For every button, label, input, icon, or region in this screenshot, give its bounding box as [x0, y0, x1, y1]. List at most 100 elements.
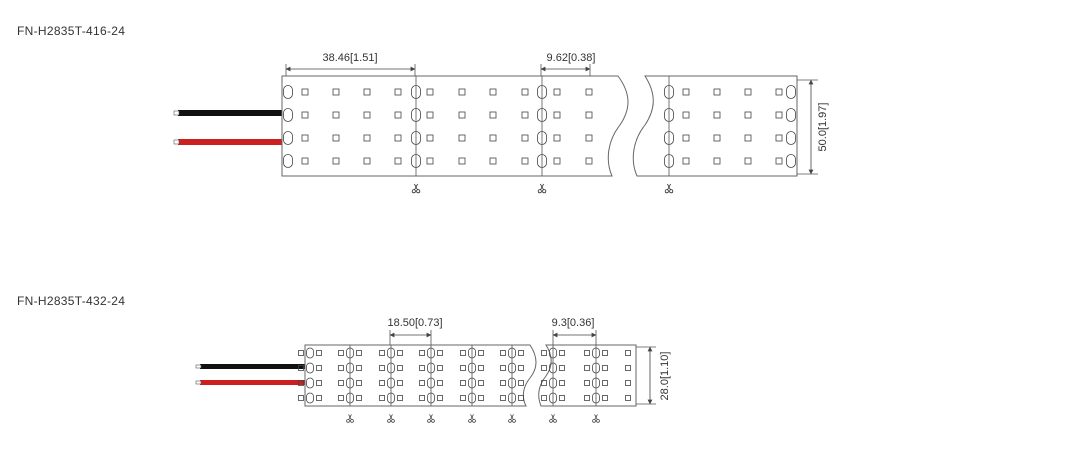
led-chip [489, 88, 497, 96]
led-chip [426, 111, 434, 119]
led-chip [332, 111, 340, 119]
led-chip [559, 365, 565, 371]
led-chip [585, 134, 593, 142]
red-wire [178, 139, 282, 145]
solder-pad [283, 131, 293, 145]
led-chip [394, 88, 402, 96]
strip-2-board-right [538, 344, 637, 407]
led-chip [394, 157, 402, 165]
led-chip [585, 111, 593, 119]
led-chip [775, 134, 783, 142]
led-chip [682, 88, 690, 96]
strip-2-pitch-length: 9.3[0.36] [552, 317, 595, 329]
led-chip [419, 395, 425, 401]
led-chip [419, 350, 425, 356]
led-chip [489, 134, 497, 142]
led-chip [541, 395, 547, 401]
led-chip [713, 88, 721, 96]
led-chip [500, 350, 506, 356]
led-chip [338, 380, 344, 386]
strip-1: 38.46[1.51] 9.62[0.38] 50.0[1.97] [173, 52, 829, 194]
led-chip [602, 365, 608, 371]
led-chip [298, 380, 304, 386]
led-chip [332, 134, 340, 142]
strip-1-dim-segment: 38.46[1.51] [285, 52, 416, 76]
led-chip [301, 88, 309, 96]
led-chip [602, 350, 608, 356]
led-chip [356, 380, 362, 386]
solder-pad [786, 85, 796, 99]
led-chip [625, 395, 631, 401]
led-chip [437, 350, 443, 356]
solder-pad [306, 347, 314, 359]
led-chip [301, 157, 309, 165]
led-chip [332, 88, 340, 96]
led-chip [338, 350, 344, 356]
strip-1-board-left [281, 75, 629, 177]
led-chip [521, 157, 529, 165]
strip-2-cut-marks [346, 345, 600, 423]
strip-2-wires [195, 364, 305, 385]
led-chip [744, 157, 752, 165]
led-chip [419, 380, 425, 386]
led-chip [458, 111, 466, 119]
solder-pad [306, 362, 314, 374]
led-chip [419, 365, 425, 371]
led-chip [379, 365, 385, 371]
led-chip [338, 395, 344, 401]
black-wire [200, 364, 305, 369]
strip-2-dim-segment: 18.50[0.73] [387, 317, 443, 345]
led-chip [682, 134, 690, 142]
led-chip [521, 88, 529, 96]
led-chip [541, 380, 547, 386]
led-chip [584, 365, 590, 371]
solder-pad [306, 392, 314, 404]
led-chip [356, 395, 362, 401]
led-chip [744, 134, 752, 142]
led-chip [775, 111, 783, 119]
strip-1-dim-pitch: 9.62[0.38] [540, 52, 595, 76]
solder-pad [283, 154, 293, 168]
scissors-icon [346, 414, 354, 423]
led-chip [379, 350, 385, 356]
strip-2-segment-length: 18.50[0.73] [387, 317, 442, 329]
solder-pad [786, 131, 796, 145]
scissors-icon [427, 414, 435, 423]
led-chip [397, 395, 403, 401]
led-chip [332, 157, 340, 165]
led-chip [316, 395, 322, 401]
led-chip [775, 88, 783, 96]
scissors-icon [537, 183, 547, 194]
led-chip [301, 134, 309, 142]
led-chip [478, 380, 484, 386]
strip-1-width: 50.0[1.97] [817, 103, 829, 152]
led-chip [426, 134, 434, 142]
strip-1-model-label: FN-H2835T-416-24 [17, 24, 126, 38]
led-chip [500, 395, 506, 401]
red-wire [200, 380, 305, 385]
led-chip [437, 380, 443, 386]
scissors-icon [592, 414, 600, 423]
black-wire [178, 110, 282, 116]
led-chip [500, 365, 506, 371]
led-chip [437, 365, 443, 371]
led-chip [363, 111, 371, 119]
strip-2-dim-width: 28.0[1.10] [636, 346, 671, 405]
led-chip [584, 395, 590, 401]
led-chip [682, 111, 690, 119]
led-chip [363, 157, 371, 165]
led-chip [713, 157, 721, 165]
led-chip [541, 350, 547, 356]
led-chip [559, 380, 565, 386]
led-chip [553, 134, 561, 142]
led-chip [518, 395, 524, 401]
solder-pad [786, 108, 796, 122]
led-chip [426, 157, 434, 165]
led-chip [397, 380, 403, 386]
led-chip [379, 380, 385, 386]
led-chip [625, 365, 631, 371]
led-chip [541, 365, 547, 371]
led-chip [553, 157, 561, 165]
led-chip [602, 380, 608, 386]
